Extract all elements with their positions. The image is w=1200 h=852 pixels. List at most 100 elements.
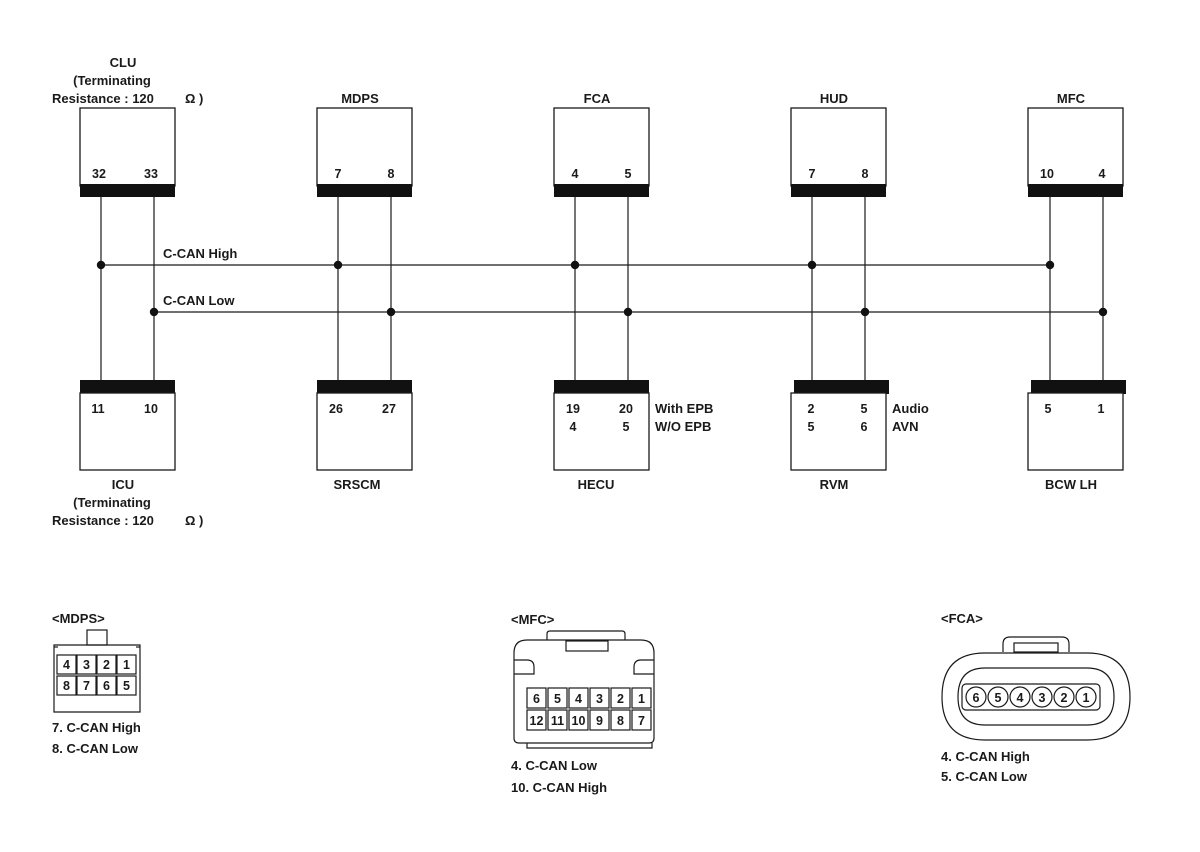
module-note: (Terminating — [73, 495, 151, 510]
connector-legend: 4. C-CAN High — [941, 749, 1030, 764]
variant-note: With EPB — [655, 401, 713, 416]
pin-number: 6 — [861, 420, 868, 434]
pin-number: 3 — [596, 692, 603, 706]
connector-title: <FCA> — [941, 611, 983, 626]
pin-number: 27 — [382, 402, 396, 416]
pin-number: 12 — [530, 714, 544, 728]
pin-number: 5 — [623, 420, 630, 434]
module-name: MDPS — [341, 91, 379, 106]
module-mdps: MDPS 7 8 — [316, 91, 413, 197]
pin-number: 11 — [91, 402, 104, 416]
module-srscm: 26 27 SRSCM — [316, 380, 413, 492]
connector-title: <MDPS> — [52, 611, 105, 626]
pin-number: 5 — [861, 402, 868, 416]
pin-number: 19 — [566, 402, 580, 416]
pin-number: 2 — [617, 692, 624, 706]
pin-number: 33 — [144, 167, 158, 181]
pin-number: 20 — [619, 402, 633, 416]
c-can-high-label: C-CAN High — [163, 246, 237, 261]
pin-number: 1 — [1083, 691, 1090, 705]
junction-dot — [860, 307, 870, 317]
connector-legend: 7. C-CAN High — [52, 720, 141, 735]
pin-number: 2 — [1061, 691, 1068, 705]
pin-number: 7 — [638, 714, 645, 728]
module-name: FCA — [584, 91, 611, 106]
pin-number: 10 — [572, 714, 586, 728]
junction-dot — [570, 260, 580, 270]
module-clu: CLU (Terminating Resistance : 120 Ω ) 32… — [52, 55, 203, 197]
junction-dot — [333, 260, 343, 270]
pin-number: 10 — [144, 402, 158, 416]
module-note: Ω ) — [185, 513, 203, 528]
pin-number: 8 — [617, 714, 624, 728]
variant-note: W/O EPB — [655, 419, 711, 434]
vertical-wires — [100, 196, 1104, 380]
pin-number: 4 — [1017, 691, 1024, 705]
module-name: MFC — [1057, 91, 1086, 106]
pin-number: 2 — [103, 658, 110, 672]
module-name: ICU — [112, 477, 134, 492]
junction-dot — [149, 307, 159, 317]
junction-dot — [1098, 307, 1108, 317]
module-fca: FCA 4 5 — [553, 91, 650, 197]
pin-number: 4 — [570, 420, 577, 434]
pin-number: 6 — [973, 691, 980, 705]
module-note: (Terminating — [73, 73, 151, 88]
module-name: CLU — [110, 55, 137, 70]
pin-number: 4 — [1099, 167, 1106, 181]
junction-dot — [807, 260, 817, 270]
module-hud: HUD 7 8 — [790, 91, 887, 197]
connector-legend: 10. C-CAN High — [511, 780, 607, 795]
pin-number: 1 — [123, 658, 130, 672]
pin-number: 5 — [625, 167, 632, 181]
junction-dot — [1045, 260, 1055, 270]
module-hecu: 19 20 4 5 With EPB W/O EPB HECU — [553, 380, 713, 492]
module-rvm: 2 5 5 6 Audio AVN RVM — [790, 380, 929, 492]
junction-dot — [386, 307, 396, 317]
pin-number: 7 — [809, 167, 816, 181]
pin-number: 5 — [995, 691, 1002, 705]
connector-title: <MFC> — [511, 612, 555, 627]
pin-number: 11 — [551, 714, 564, 728]
module-name: SRSCM — [334, 477, 381, 492]
pin-number: 6 — [533, 692, 540, 706]
junction-dot — [96, 260, 106, 270]
variant-note: AVN — [892, 419, 918, 434]
pin-number: 7 — [83, 679, 90, 693]
pin-number: 8 — [862, 167, 869, 181]
connector-mfc: <MFC> 6 5 4 3 2 1 12 11 10 9 8 7 — [511, 612, 655, 795]
pin-number: 9 — [596, 714, 603, 728]
module-name: HECU — [578, 477, 615, 492]
pin-number: 32 — [92, 167, 106, 181]
connector-legend: 4. C-CAN Low — [511, 758, 598, 773]
pin-number: 1 — [1098, 402, 1105, 416]
junction-dots — [96, 260, 1108, 317]
pin-number: 5 — [123, 679, 130, 693]
pin-number: 3 — [1039, 691, 1046, 705]
module-bcw-lh: 5 1 BCW LH — [1027, 380, 1126, 492]
pin-number: 7 — [335, 167, 342, 181]
pin-number: 4 — [63, 658, 70, 672]
connector-legend: 8. C-CAN Low — [52, 741, 139, 756]
pin-number: 5 — [554, 692, 561, 706]
pin-number: 8 — [63, 679, 70, 693]
connector-mdps: <MDPS> 4 3 2 1 8 7 6 5 7. C-CAN High 8. … — [52, 611, 141, 756]
pin-number: 1 — [638, 692, 645, 706]
pin-number: 26 — [329, 402, 343, 416]
pin-number: 4 — [575, 692, 582, 706]
module-note: Resistance : 120 — [52, 91, 154, 106]
c-can-low-label: C-CAN Low — [163, 293, 235, 308]
pin-number: 6 — [103, 679, 110, 693]
connector-legend: 5. C-CAN Low — [941, 769, 1028, 784]
pin-number: 5 — [808, 420, 815, 434]
module-icu: 11 10 ICU (Terminating Resistance : 120 … — [52, 380, 203, 528]
module-name: RVM — [820, 477, 849, 492]
pin-number: 5 — [1045, 402, 1052, 416]
module-mfc: MFC 10 4 — [1027, 91, 1124, 197]
junction-dot — [623, 307, 633, 317]
pin-number: 3 — [83, 658, 90, 672]
pin-number: 4 — [572, 167, 579, 181]
module-name: BCW LH — [1045, 477, 1097, 492]
pin-number: 8 — [388, 167, 395, 181]
